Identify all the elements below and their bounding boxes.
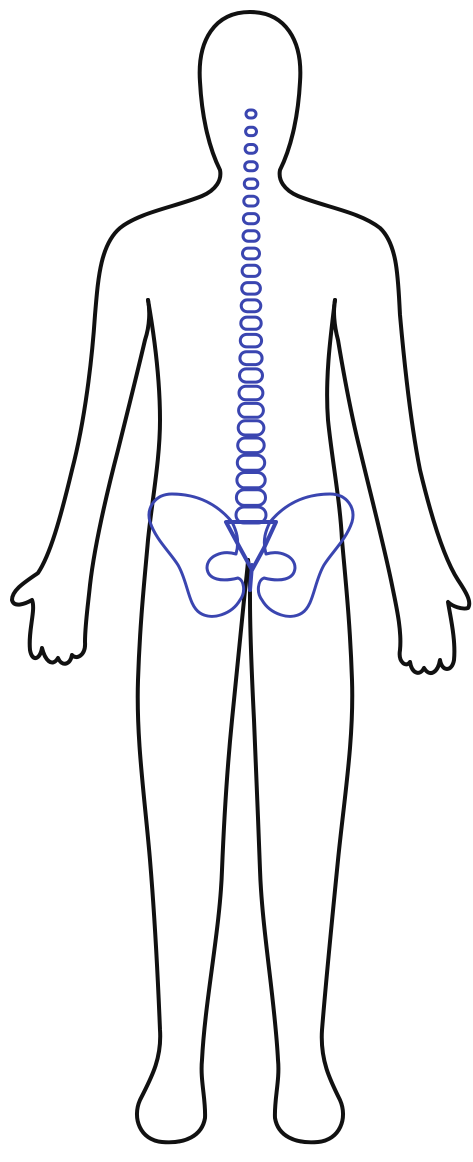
vertebra	[244, 196, 258, 206]
vertebra	[242, 265, 260, 276]
vertebra	[240, 369, 263, 382]
vertebra	[241, 317, 261, 329]
vertebra	[245, 145, 257, 154]
vertebra	[238, 421, 264, 435]
vertebra	[241, 300, 261, 312]
vertebra	[243, 248, 260, 259]
vertebra	[242, 283, 261, 295]
vertebra	[240, 334, 261, 347]
vertebra	[239, 403, 264, 417]
spine-icon	[236, 110, 266, 523]
vertebra	[245, 162, 258, 171]
vertebra	[236, 490, 265, 506]
vertebra	[237, 455, 264, 470]
left-ilium	[149, 494, 244, 616]
coccyx	[250, 565, 252, 590]
vertebra	[243, 231, 259, 241]
body-silhouette-right	[250, 12, 469, 673]
human-body-outline-icon	[12, 12, 469, 1142]
vertebra	[246, 110, 256, 118]
vertebra	[243, 214, 258, 224]
vertebra	[237, 473, 265, 488]
vertebra	[244, 179, 257, 188]
sacrum	[226, 522, 276, 570]
body-silhouette	[12, 12, 250, 664]
vertebra	[238, 438, 265, 453]
vertebra	[239, 386, 263, 400]
left-torso-line	[137, 300, 248, 1142]
vertebra	[240, 352, 262, 365]
vertebra	[246, 127, 257, 135]
